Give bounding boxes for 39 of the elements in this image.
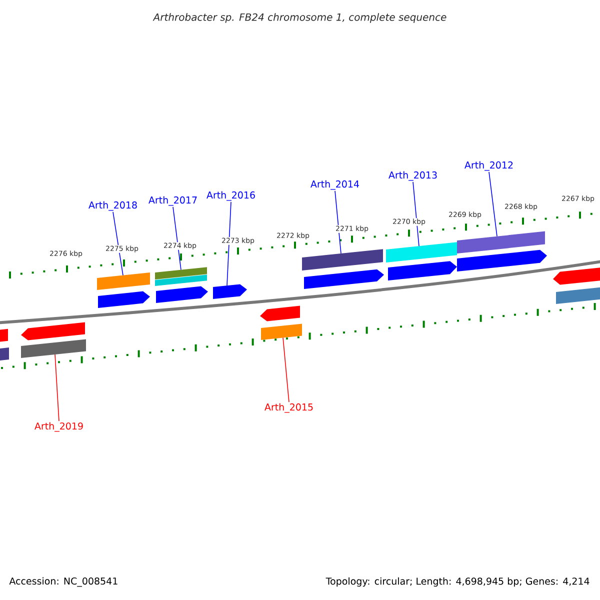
gene-bar [386,242,457,262]
gene-block [457,250,547,272]
footer-text: Accession: NC_008541 [9,577,118,587]
gene-block [213,284,247,299]
gene-bar [97,272,150,290]
leader-line [488,172,498,237]
gene-label: Arth_2015 [264,403,313,413]
gene-bar [261,324,302,340]
gene-bar [302,249,383,270]
gene-label: Arth_2017 [148,196,197,206]
gene-bar [155,267,207,280]
gene-label: Arth_2014 [310,180,359,190]
gene-block [156,286,208,303]
leader-line [112,212,124,276]
gene-bar [0,348,9,361]
gene-label: Arth_2016 [206,191,255,201]
title: Arthrobacter sp. FB24 chromosome 1, complete sequence [152,13,446,23]
leader-line [226,202,232,286]
gene-block [21,322,85,340]
leader-line [282,337,290,402]
gene-bar [556,286,600,304]
leader-line [412,182,420,246]
leader-line [54,354,60,422]
gene-block [304,269,384,289]
gene-bar [457,231,545,254]
gene-block [98,291,150,308]
leader-line [334,190,342,254]
gene-block [0,328,8,342]
gene-bar [155,274,207,286]
leader-line [172,206,182,270]
footer-text: Topology: circular; Length: 4,698,945 bp; Genes: 4,214 [326,577,590,587]
gene-label: Arth_2019 [34,422,83,432]
gene-block [553,267,600,285]
gene-block [388,261,457,280]
gene-label: Arth_2012 [464,161,513,171]
gene-label: Arth_2013 [388,171,437,181]
gene-label: Arth_2018 [88,201,137,211]
gene-bar [21,339,86,358]
gene-block [260,306,300,322]
